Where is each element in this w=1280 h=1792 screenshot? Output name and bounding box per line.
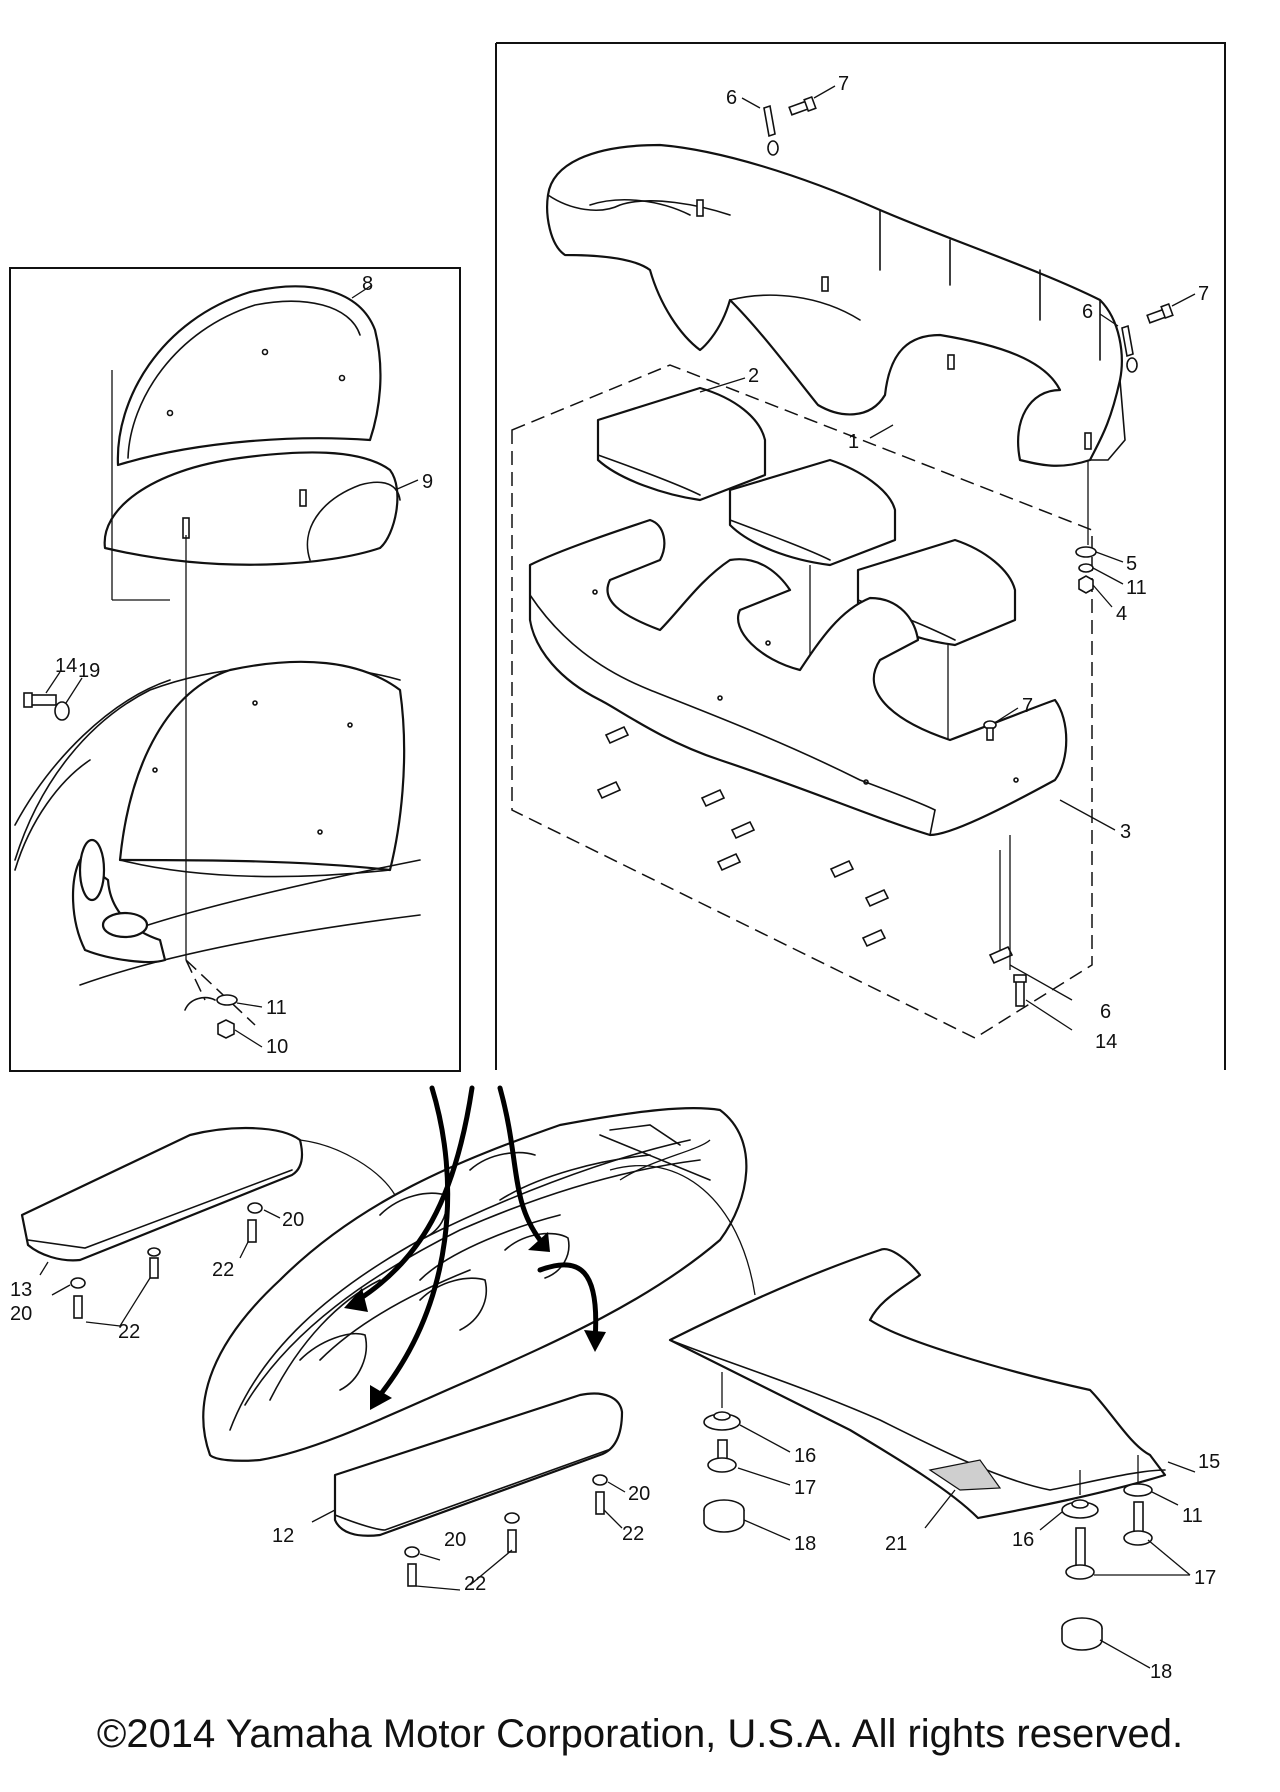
callout-20-d: 20 [444,1529,466,1551]
callout-12: 12 [272,1525,294,1547]
right-inset-frame [495,42,1226,1070]
callout-17-right: 17 [1194,1567,1216,1589]
nut-part-4 [1078,575,1094,594]
callout-6-top: 6 [726,87,737,109]
callout-4: 4 [1116,603,1127,625]
callout-21: 21 [885,1533,907,1555]
console-part-1 [546,143,1126,467]
left-inset-frame [9,267,461,1072]
screw-part-14-right [1013,974,1027,1007]
callout-16-left: 16 [794,1445,816,1467]
callout-7-middle: 7 [1022,695,1033,717]
callout-13: 13 [10,1279,32,1301]
callout-14-left: 14 [55,655,77,677]
washer-part-11-left [216,994,238,1006]
seat-cushion-part-9 [103,451,401,566]
mount-parts-16-17-18-left [703,1411,745,1533]
callout-6-right: 6 [1082,301,1093,323]
callout-7-top: 7 [838,73,849,95]
callout-18-right: 18 [1150,1661,1172,1683]
callout-20-c: 20 [628,1483,650,1505]
mount-parts-11-16-17-18-right [1061,1483,1153,1651]
seat-frame-part-3 [528,518,1068,837]
callout-22-c: 22 [622,1523,644,1545]
callout-17-left: 17 [794,1477,816,1499]
hull-section-left-inset [14,660,421,986]
callout-11-left: 11 [266,997,287,1019]
callout-19: 19 [78,660,100,682]
callout-1: 1 [848,431,859,453]
callout-18-left: 18 [794,1533,816,1555]
callout-3: 3 [1120,821,1131,843]
callout-20-b: 20 [10,1303,32,1325]
assembly-outline [511,364,1093,1039]
washer-part-19 [54,701,70,721]
callout-6-bottom: 6 [1100,1001,1111,1023]
screw-part-14-left [23,692,57,708]
screw-part-7-top [788,95,817,116]
bracket-part-6-right [1121,324,1138,373]
callout-20-a: 20 [282,1209,304,1231]
copyright-notice: ©2014 Yamaha Motor Corporation, U.S.A. A… [96,1712,1184,1756]
callout-10: 10 [266,1036,288,1058]
engine-cover-part-15 [668,1248,1167,1520]
cushion-part-2 [596,386,1017,647]
washer-part-11-right [1078,563,1094,573]
bracket-part-6-top [763,104,779,156]
side-cushion-part-13 [20,1126,304,1262]
clips-part-6 [596,725,1014,965]
callout-22-d: 22 [464,1573,486,1595]
callout-15: 15 [1198,1451,1220,1473]
callout-22-b: 22 [118,1321,140,1343]
callout-16-right: 16 [1012,1529,1034,1551]
callout-14-right: 14 [1095,1031,1117,1053]
callout-9: 9 [422,471,433,493]
washer-part-5 [1075,546,1097,558]
callout-8: 8 [362,273,373,295]
backrest-part-8 [116,285,382,467]
assembly-arrows [299,1085,756,1410]
side-cushion-part-12 [333,1392,624,1537]
callout-22-a: 22 [212,1259,234,1281]
callout-2: 2 [748,365,759,387]
callout-7-right: 7 [1198,283,1209,305]
screw-part-7-right [1146,302,1174,324]
callout-11-bottom: 11 [1182,1505,1203,1527]
fasteners-part-20-22-upper [70,1202,263,1319]
callout-5: 5 [1126,553,1137,575]
screw-part-7-middle [983,720,997,741]
fasteners-part-20-22-lower [404,1474,608,1587]
nut-part-10 [217,1019,235,1039]
callout-11-right: 11 [1126,577,1147,599]
